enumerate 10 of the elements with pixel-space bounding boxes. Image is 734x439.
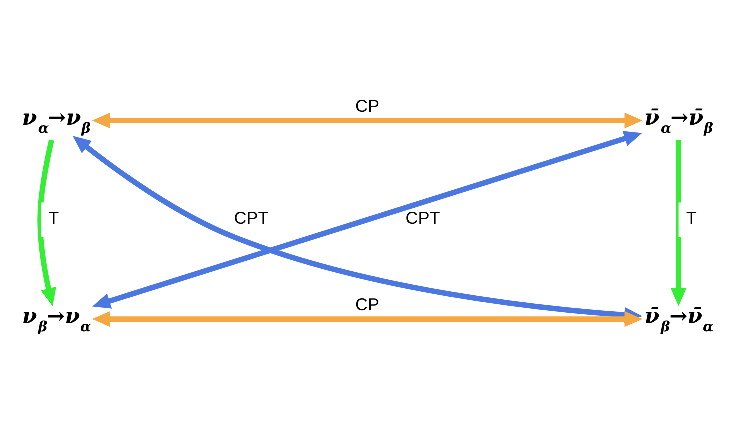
edge-label: CP xyxy=(355,95,379,116)
node-text: ν̄$_{β}$→ν̄$_{α}$ xyxy=(644,304,714,336)
edge-label: CP xyxy=(355,294,379,314)
edge-label: T xyxy=(686,208,696,228)
edge-label: CPT xyxy=(405,208,440,228)
node-text: ν$_{α}$→ν$_{β}$ xyxy=(22,106,90,137)
node-text: ν̄$_{α}$→ν̄$_{β}$ xyxy=(644,106,713,137)
node-text: ν$_{β}$→ν$_{α}$ xyxy=(22,304,91,336)
edge-label: CPT xyxy=(234,208,268,228)
edge-label: T xyxy=(48,208,59,228)
